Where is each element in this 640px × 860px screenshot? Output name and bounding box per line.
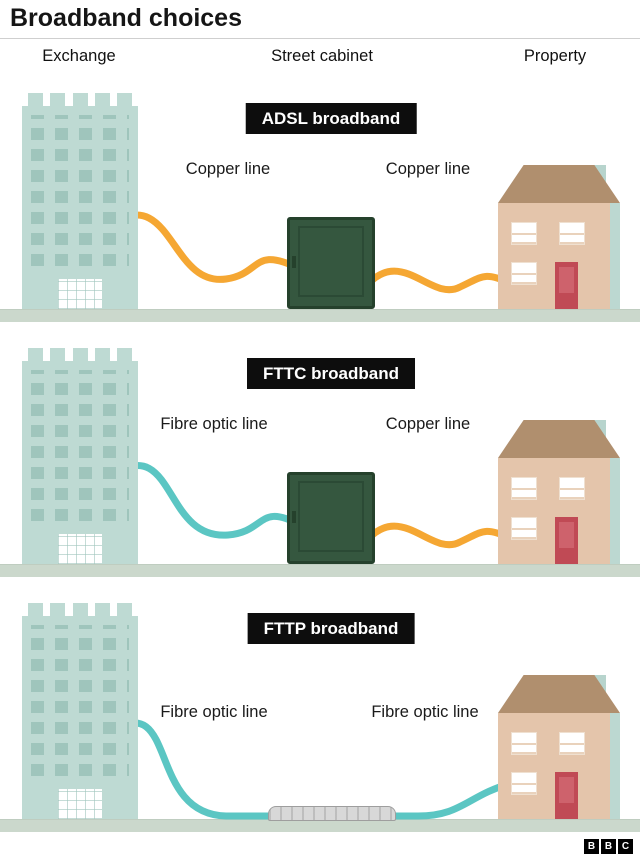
underground-duct <box>268 806 396 821</box>
cabinet-latch <box>292 256 296 268</box>
cable-label-right: Fibre optic line <box>371 703 479 721</box>
ground-strip <box>0 564 640 577</box>
house-side-wall <box>610 458 620 564</box>
copper-cable-exchange-to-cabinet <box>106 211 304 283</box>
street-cabinet <box>287 217 375 309</box>
column-label-property: Property <box>523 47 587 65</box>
column-label-exchange: Exchange <box>42 47 116 65</box>
page-title: Broadband choices <box>10 4 242 32</box>
house-window <box>511 517 537 540</box>
street-cabinet <box>287 472 375 564</box>
roof-unit <box>72 93 88 106</box>
bbc-logo: B B C <box>584 839 633 854</box>
copper-cable-cabinet-to-property <box>358 522 514 550</box>
building-body <box>22 106 138 309</box>
roof-unit <box>94 603 110 616</box>
roof-unit <box>117 348 132 361</box>
panel-fttc: FTTC broadband Fibre optic line Copper l… <box>0 330 640 585</box>
house-window <box>559 477 585 500</box>
cable-layer <box>106 719 516 820</box>
fibre-cable-exchange-to-cabinet <box>106 462 304 539</box>
building-entrance <box>58 279 102 309</box>
building-roof-units <box>28 348 132 361</box>
building-entrance <box>58 534 102 564</box>
house-window <box>511 222 537 245</box>
cabinet-door <box>298 481 364 552</box>
house-window <box>511 732 537 755</box>
cable-layer <box>106 211 514 295</box>
cable-label-left: Fibre optic line <box>160 415 268 433</box>
roof-unit <box>28 603 43 616</box>
badge-adsl-broadband: ADSL broadband <box>245 103 417 134</box>
roof-unit <box>72 603 88 616</box>
cable-label-left: Fibre optic line <box>160 703 268 721</box>
column-label-street-cabinet: Street cabinet <box>271 47 373 65</box>
bbc-logo-letter: B <box>601 839 616 854</box>
cable-label-right: Copper line <box>385 160 471 178</box>
copper-cable-cabinet-to-property <box>358 267 514 295</box>
exchange-building <box>22 603 138 819</box>
house-window <box>559 222 585 245</box>
roof-unit <box>28 93 43 106</box>
building-windows <box>31 115 129 266</box>
roof-unit <box>94 348 110 361</box>
cabinet-latch <box>292 511 296 523</box>
house-door <box>555 517 578 564</box>
cable-layer <box>106 462 514 550</box>
building-windows <box>31 625 129 776</box>
badge-fttp-broadband: FTTP broadband <box>247 613 415 644</box>
cable-label-right: Copper line <box>385 415 471 433</box>
footer: B B C <box>0 833 640 860</box>
roof-unit <box>72 348 88 361</box>
roof-unit <box>50 603 66 616</box>
house-door <box>555 262 578 309</box>
ground-strip <box>0 309 640 322</box>
house-side-wall <box>610 203 620 309</box>
bbc-logo-letter: B <box>584 839 599 854</box>
header-divider <box>0 38 640 39</box>
exchange-building <box>22 348 138 564</box>
house-window <box>511 262 537 285</box>
badge-fttc-broadband: FTTC broadband <box>247 358 415 389</box>
roof-unit <box>50 348 66 361</box>
panel-adsl: ADSL broadband Copper line Copper line <box>0 75 640 330</box>
cabinet-door <box>298 226 364 297</box>
building-roof-units <box>28 603 132 616</box>
property-house <box>498 165 620 309</box>
house-window <box>511 477 537 500</box>
house-side-wall <box>610 713 620 819</box>
building-body <box>22 616 138 819</box>
property-house <box>498 420 620 564</box>
building-entrance <box>58 789 102 819</box>
bbc-logo-letter: C <box>618 839 633 854</box>
panel-fttp: FTTP broadband Fibre optic line Fibre op… <box>0 585 640 833</box>
property-house <box>498 675 620 819</box>
building-roof-units <box>28 93 132 106</box>
roof-unit <box>117 603 132 616</box>
roof-unit <box>117 93 132 106</box>
roof-unit <box>94 93 110 106</box>
roof-unit <box>28 348 43 361</box>
cable-label-left: Copper line <box>185 160 271 178</box>
building-windows <box>31 370 129 521</box>
house-window <box>559 732 585 755</box>
building-body <box>22 361 138 564</box>
house-window <box>511 772 537 795</box>
house-door <box>555 772 578 819</box>
fibre-cable-exchange-to-property <box>106 719 516 820</box>
roof-unit <box>50 93 66 106</box>
exchange-building <box>22 93 138 309</box>
